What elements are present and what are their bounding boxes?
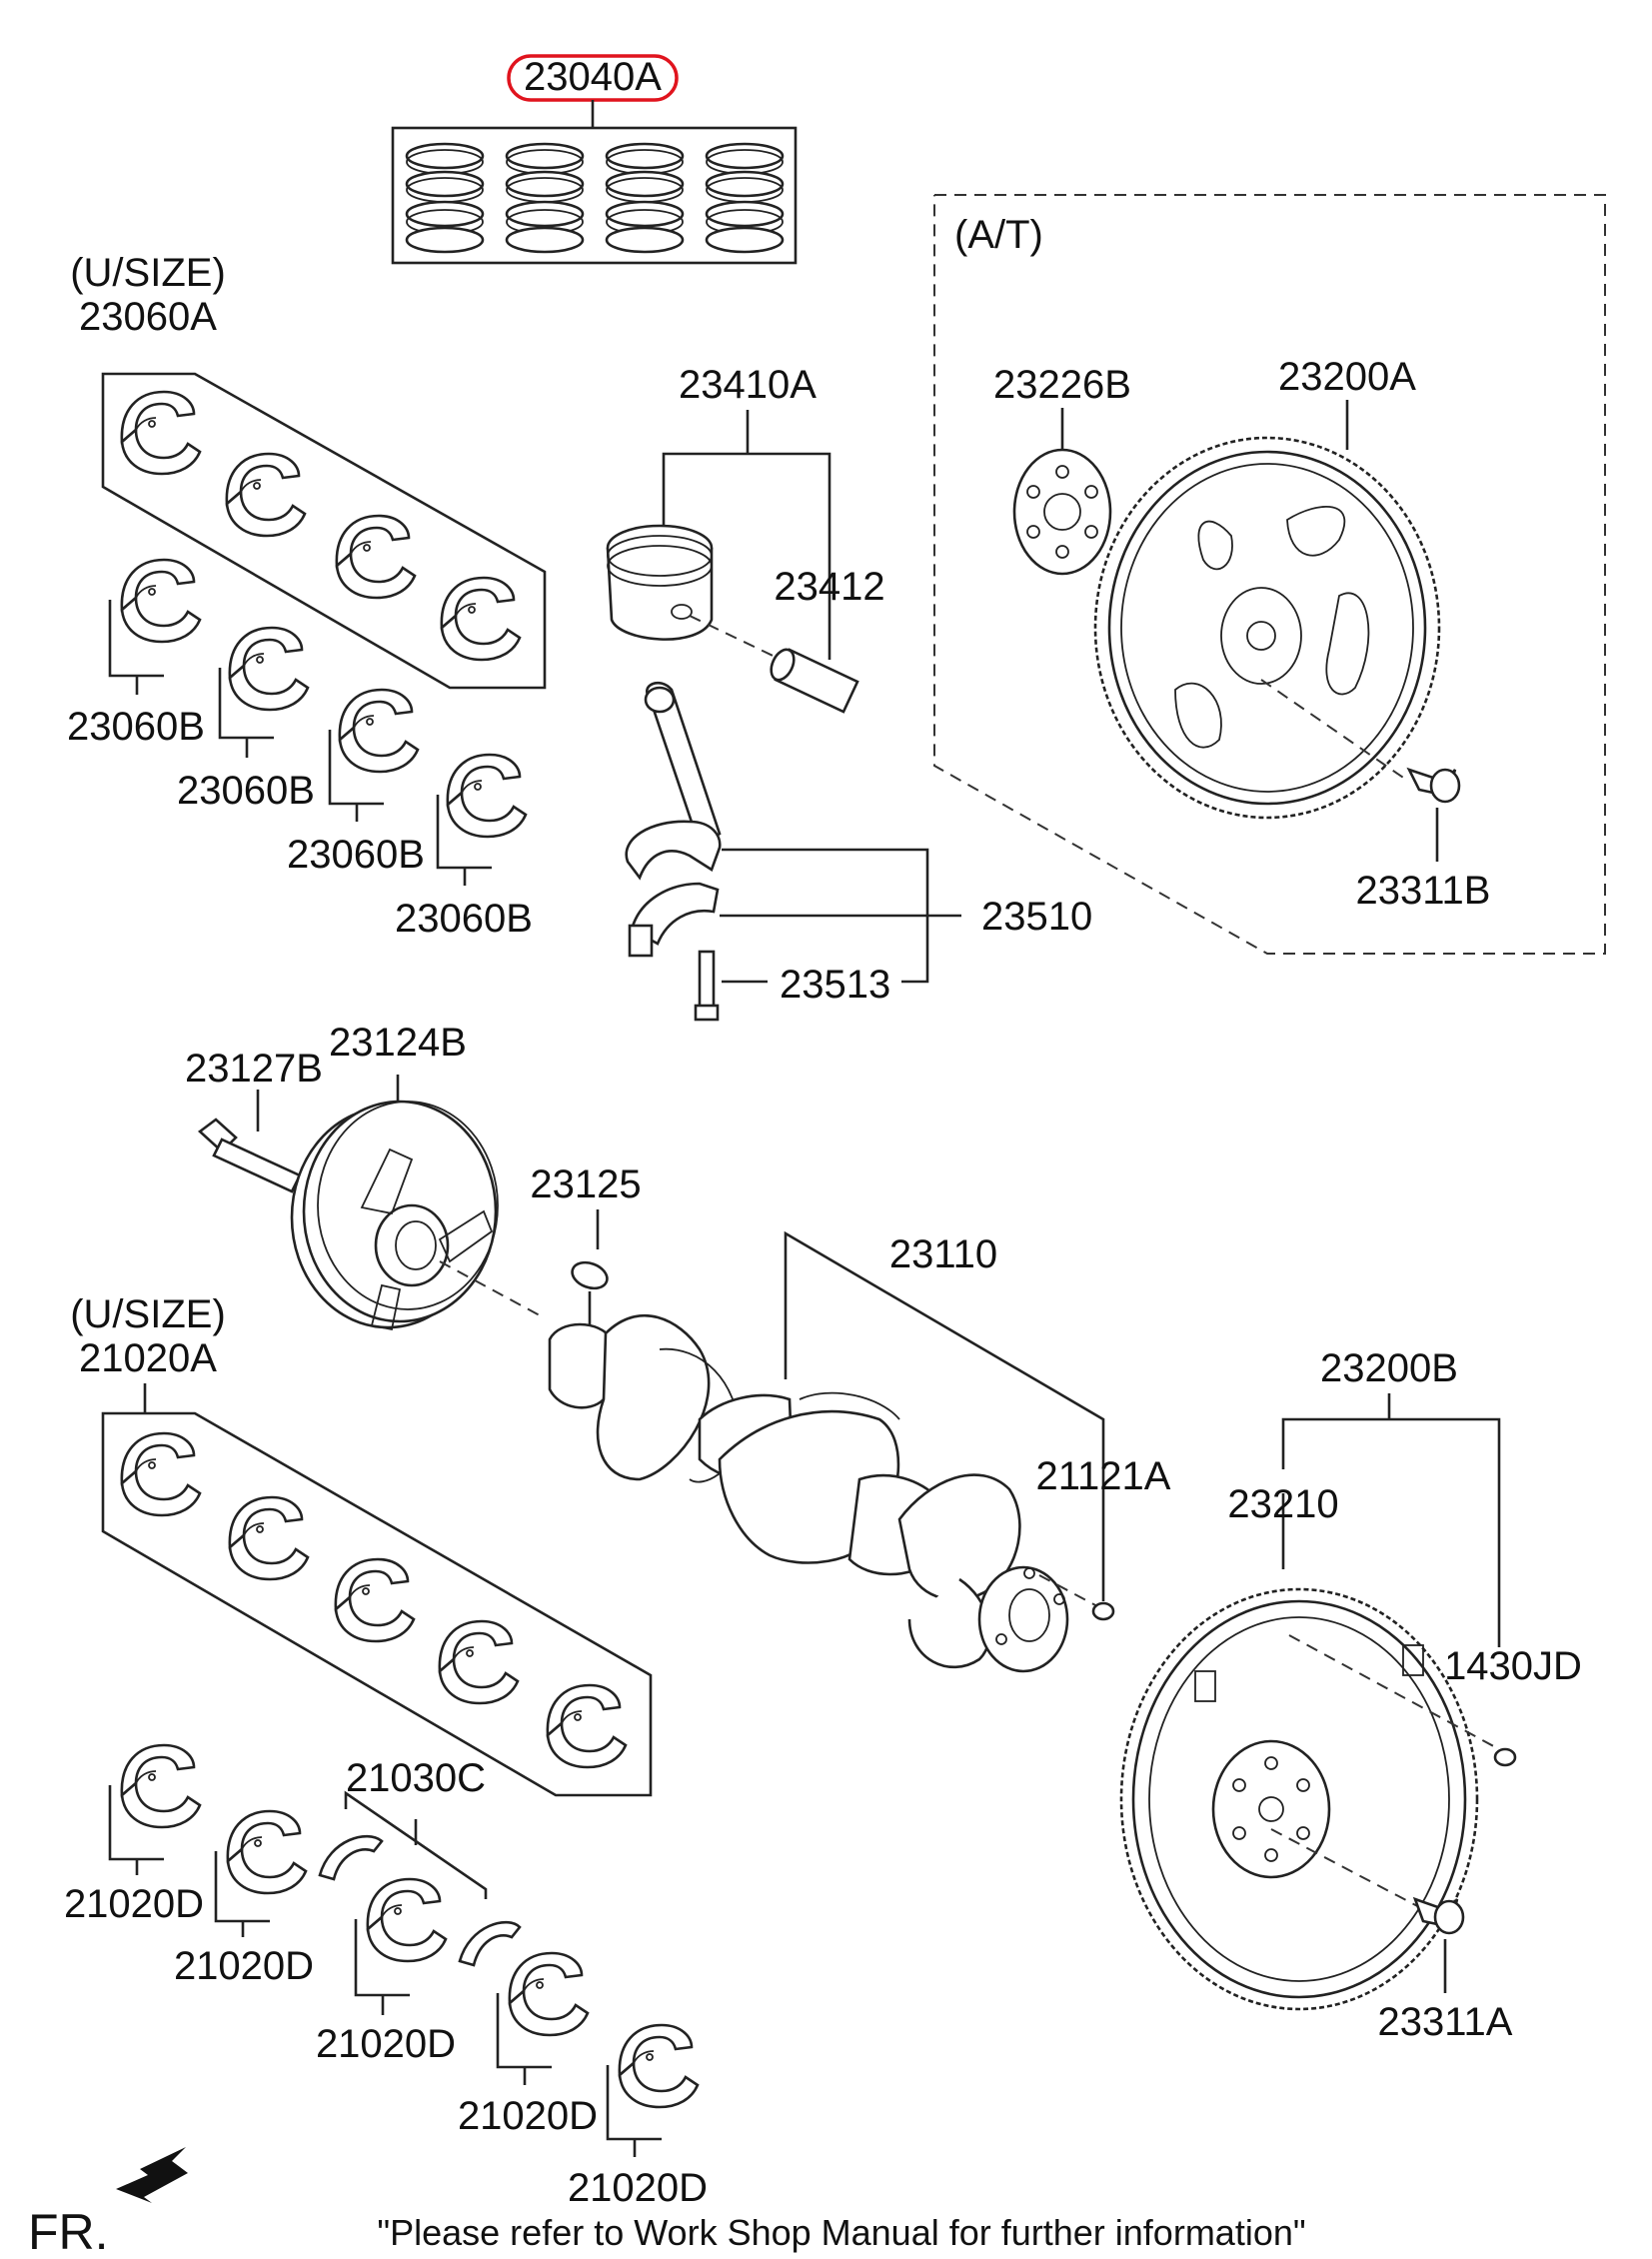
label-23210[interactable]: 23210 bbox=[1227, 1482, 1338, 1526]
thrust-bearing-shells bbox=[108, 1743, 700, 2157]
footer-note: "Please refer to Work Shop Manual for fu… bbox=[377, 2212, 1305, 2253]
label-1430JD[interactable]: 1430JD bbox=[1444, 1644, 1582, 1688]
label-21020D-2[interactable]: 21020D bbox=[174, 1944, 314, 1988]
label-21020D-1[interactable]: 21020D bbox=[64, 1882, 204, 1926]
label-23513[interactable]: 23513 bbox=[780, 963, 890, 1007]
automatic-transmission-group bbox=[933, 194, 1606, 955]
label-23510[interactable]: 23510 bbox=[981, 895, 1092, 939]
label-at: (A/T) bbox=[954, 213, 1043, 257]
label-23060B-2[interactable]: 23060B bbox=[177, 769, 315, 813]
label-23110[interactable]: 23110 bbox=[889, 1232, 997, 1276]
connecting-rod bbox=[625, 681, 961, 1022]
label-21030C[interactable]: 21030C bbox=[346, 1756, 486, 1800]
label-21020D-5[interactable]: 21020D bbox=[568, 2166, 708, 2210]
main-bearing-lower-shells bbox=[108, 558, 528, 886]
label-23311B[interactable]: 23311B bbox=[1356, 869, 1491, 913]
crankshaft-pulley bbox=[197, 1075, 541, 1331]
label-23200B[interactable]: 23200B bbox=[1320, 1346, 1458, 1390]
label-23040A[interactable]: 23040A bbox=[524, 55, 662, 99]
flywheel-assembly bbox=[1119, 1393, 1517, 2011]
main-bearing-set-lower bbox=[101, 1383, 653, 1797]
label-21020D-3[interactable]: 21020D bbox=[316, 2022, 456, 2066]
label-23060A[interactable]: 23060A bbox=[79, 295, 217, 339]
main-bearing-upper-set bbox=[101, 372, 547, 690]
piston-ring-box bbox=[391, 126, 798, 265]
label-21020A-usize: (U/SIZE) bbox=[70, 1292, 226, 1336]
label-23412[interactable]: 23412 bbox=[774, 565, 884, 609]
label-23124B[interactable]: 23124B bbox=[329, 1021, 467, 1065]
front-direction-indicator bbox=[116, 2147, 188, 2203]
label-23060B-1[interactable]: 23060B bbox=[67, 705, 205, 749]
label-23200A[interactable]: 23200A bbox=[1278, 355, 1416, 399]
arrow-left-down-icon bbox=[116, 2147, 188, 2203]
label-23060B-3[interactable]: 23060B bbox=[287, 833, 425, 877]
label-23410A[interactable]: 23410A bbox=[679, 363, 817, 407]
label-21020A[interactable]: 21020A bbox=[79, 1336, 217, 1380]
label-23125[interactable]: 23125 bbox=[530, 1162, 641, 1206]
piston-assembly bbox=[606, 410, 859, 714]
label-23127B[interactable]: 23127B bbox=[185, 1047, 323, 1091]
label-23311A[interactable]: 23311A bbox=[1378, 2000, 1513, 2044]
label-23060B-4[interactable]: 23060B bbox=[395, 897, 533, 941]
thrust-washers bbox=[318, 1790, 522, 1967]
crankshaft bbox=[548, 1230, 1115, 1673]
label-21020D-4[interactable]: 21020D bbox=[458, 2094, 598, 2138]
part-labels: 23040A (U/SIZE) 23060A 23060B 23060B 230… bbox=[28, 55, 1582, 2259]
front-label: FR. bbox=[28, 2204, 109, 2259]
label-23226B[interactable]: 23226B bbox=[993, 363, 1131, 407]
piston-ring-set bbox=[391, 54, 798, 265]
crankshaft-key bbox=[571, 1209, 609, 1290]
label-23060A-usize: (U/SIZE) bbox=[70, 251, 226, 295]
label-21121A[interactable]: 21121A bbox=[1036, 1454, 1171, 1498]
